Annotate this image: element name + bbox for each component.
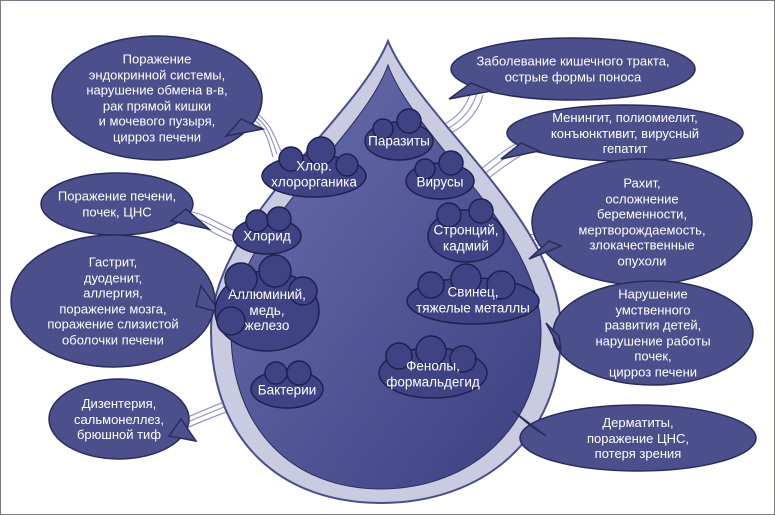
effect-liver-ns-text: Поражение печени, почек, ЦНС — [57, 188, 177, 220]
contaminant-lead-text: Свинец, тяжелые металлы — [416, 284, 530, 316]
cloud-chlor-org — [261, 136, 367, 198]
contaminant-viruses-text: Вирусы — [416, 174, 464, 190]
effect-meningitis-text: Менингит, полиомиелит, конъюнктивит, вир… — [550, 109, 700, 156]
effect-dermatitis-text: Дерматиты, поражение ЦНС, потеря зрения — [587, 414, 689, 461]
contaminant-parasites-text: Паразиты — [368, 133, 430, 149]
contaminant-phenols-text: Фенолы, формальдегид — [386, 358, 480, 390]
bubble-endocrine — [51, 35, 266, 161]
cloud-strontium — [427, 198, 505, 263]
bubble-liver-ns — [40, 172, 212, 236]
effect-endocrine-text: Поражение эндокринной системы, нарушение… — [86, 51, 228, 145]
contaminant-bacteria-text: Бактерии — [257, 382, 317, 398]
contaminant-strontium-text: Стронций, кадмий — [433, 222, 499, 254]
cloud-chloride — [232, 206, 302, 255]
bubble-development — [545, 280, 754, 386]
effect-gastritis-text: Гастрит, дуоденит, аллергия, поражение м… — [47, 254, 179, 348]
bubble-dysentery — [48, 378, 198, 460]
cloud-viruses — [405, 150, 475, 200]
cloud-aluminium — [214, 254, 320, 352]
bubble-intestinal — [448, 37, 696, 101]
cloud-phenols — [378, 335, 488, 399]
effect-development-text: Нарушение умственного развития детей, на… — [595, 286, 711, 380]
bubble-meningitis — [500, 104, 744, 162]
cloud-lead — [406, 263, 540, 325]
effect-bubbles — [10, 35, 757, 472]
cloud-parasites — [364, 108, 434, 161]
effect-intestinal-text: Заболевание кишечного тракта, острые фор… — [476, 53, 670, 85]
contaminant-aluminium-text: Аллюминий, медь, железо — [228, 286, 306, 333]
contaminant-chlor-org-text: Хлор. хлорорганика — [271, 158, 357, 190]
cloud-bacteria — [250, 360, 324, 409]
effect-rickets-text: Рахит, осложнение беременности, мертворо… — [578, 175, 706, 269]
contaminant-clouds — [214, 108, 540, 409]
contaminant-chloride-text: Хлорид — [243, 228, 291, 244]
effect-dysentery-text: Дизентерия, сальмонеллез, брюшной тиф — [74, 395, 164, 442]
bubble-dermatitis — [512, 404, 757, 472]
